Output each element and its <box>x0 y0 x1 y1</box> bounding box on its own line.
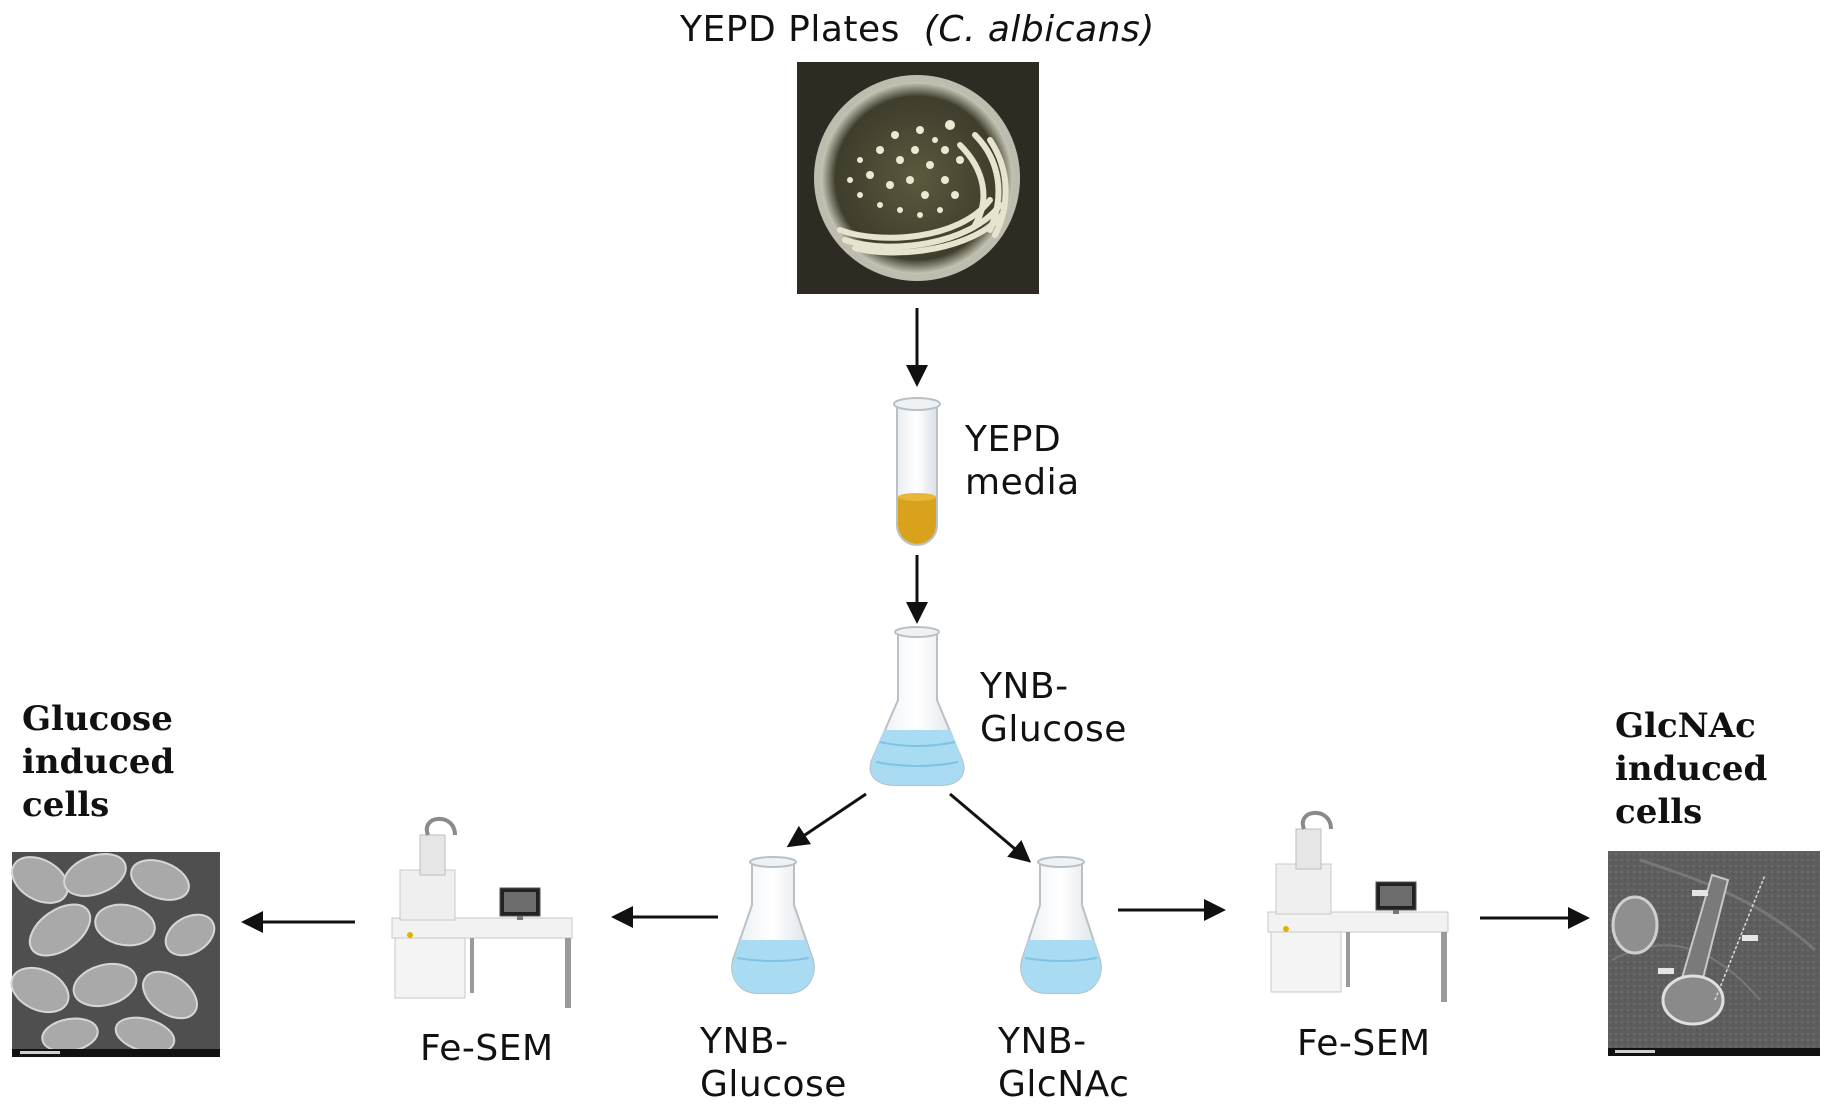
tube-label: YEPD media <box>965 418 1080 504</box>
left-sem-instrument-icon <box>391 816 573 1008</box>
colony-streaks <box>837 132 1009 256</box>
right-flask-label-line1: YNB- <box>998 1021 1087 1062</box>
left-flask-label: YNB- Glucose <box>700 1020 847 1106</box>
left-flask-icon <box>731 856 815 994</box>
right-result-label: GlcNAc induced cells <box>1615 705 1767 834</box>
left-sem-label: Fe-SEM <box>420 1028 554 1069</box>
right-result-line3: cells <box>1615 792 1703 832</box>
arrow-flask-to-right-flask <box>949 792 1032 863</box>
right-flask-label-line2: GlcNAc <box>998 1064 1130 1105</box>
title-main: YEPD Plates <box>680 9 900 50</box>
tube-label-line1: YEPD <box>965 419 1062 460</box>
tube-label-line2: media <box>965 462 1080 503</box>
right-flask-label: YNB- GlcNAc <box>998 1020 1129 1106</box>
center-flask-icon <box>869 626 965 786</box>
right-result-line1: GlcNAc <box>1615 706 1756 746</box>
left-flask-label-line1: YNB- <box>700 1021 789 1062</box>
right-flask-icon <box>1020 856 1102 994</box>
left-result-line2: induced <box>22 742 175 782</box>
arrow-flask-to-left-flask <box>786 792 867 848</box>
left-result-line3: cells <box>22 785 110 825</box>
petri-plate-photo <box>797 62 1039 294</box>
colony-dots <box>847 120 964 218</box>
right-sem-label: Fe-SEM <box>1297 1023 1431 1064</box>
center-flask-label-line1: YNB- <box>980 666 1069 707</box>
right-sem-instrument-icon <box>1267 810 1449 1002</box>
glucose-cells-micrograph <box>10 852 220 1057</box>
right-result-line2: induced <box>1615 749 1768 789</box>
glcnac-cells-micrograph <box>1608 851 1820 1056</box>
center-flask-label-line2: Glucose <box>980 709 1127 750</box>
test-tube-icon <box>893 397 941 546</box>
left-result-line1: Glucose <box>22 699 173 739</box>
left-result-label: Glucose induced cells <box>22 698 174 827</box>
title-species: (C. albicans) <box>923 9 1155 50</box>
center-flask-label: YNB- Glucose <box>980 665 1127 751</box>
title-label: YEPD Plates (C. albicans) <box>680 8 1155 51</box>
left-flask-label-line2: Glucose <box>700 1064 847 1105</box>
